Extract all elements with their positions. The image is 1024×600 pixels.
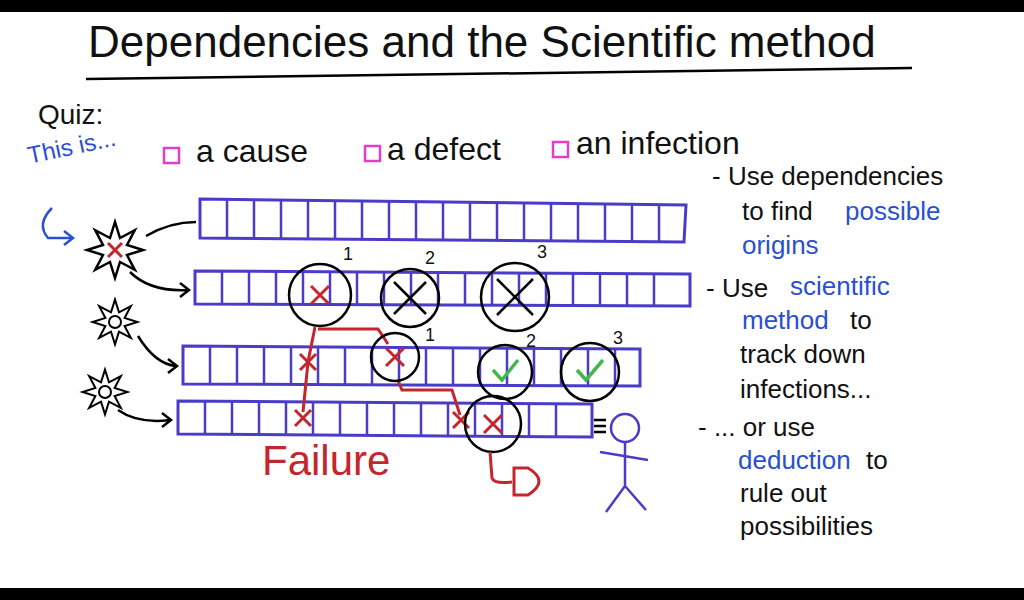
failure-arrowhead (514, 468, 539, 495)
failure-label: Failure (262, 438, 390, 484)
title: Dependencies and the Scientific method (88, 18, 876, 66)
program-icon (83, 370, 128, 415)
suspect-circle (371, 333, 419, 381)
callout-number: 3 (613, 329, 623, 349)
gear-hub (109, 316, 121, 328)
program-icon (93, 300, 138, 345)
bottom-bar (0, 588, 1024, 600)
red-cross (300, 354, 316, 370)
state-row (200, 199, 686, 242)
state-row (178, 401, 592, 437)
title-underline (86, 68, 912, 79)
cross-out (497, 279, 533, 315)
note-text: - Use (706, 274, 768, 303)
state-cells (205, 401, 556, 436)
stick-figure (600, 442, 648, 512)
note-text: - ... or use (698, 413, 815, 442)
state-arrow (146, 222, 196, 236)
note-text: - Use dependencies (712, 162, 943, 191)
quiz-option: a defect (387, 132, 501, 167)
suspect-circle (289, 264, 351, 326)
state-row (183, 346, 640, 386)
state-cells (227, 200, 659, 241)
red-cross (311, 286, 329, 304)
red-cross (484, 415, 502, 433)
program-icon (87, 222, 143, 278)
check-mark (577, 360, 603, 380)
state-arrow (138, 336, 177, 373)
top-bar (0, 0, 1024, 12)
note-highlight: origins (742, 231, 819, 260)
suspect-circle (465, 396, 521, 452)
suspect-circle (381, 269, 439, 327)
cross-out (394, 282, 426, 314)
observe-marks (594, 420, 606, 432)
note-highlight: deduction (738, 446, 851, 475)
stick-figure-head (611, 414, 639, 442)
suspect-circle (478, 345, 532, 399)
note-text: possibilities (740, 512, 873, 541)
note-text: to (866, 446, 888, 475)
failure-arrow (490, 452, 512, 483)
state-cells (210, 346, 615, 386)
arrowhead (64, 231, 73, 245)
red-cross (295, 410, 311, 426)
state-row (195, 271, 690, 306)
quiz-option: an infection (576, 126, 740, 161)
suspect-circle (481, 263, 549, 331)
checkbox (164, 148, 179, 163)
note-highlight: scientific (790, 272, 890, 301)
red-cross (108, 243, 122, 257)
infection-chain (303, 327, 460, 415)
note-text: to find (742, 197, 813, 226)
check-mark (493, 360, 518, 380)
state-arrow (118, 410, 171, 427)
quiz-prompt: This is... (25, 125, 118, 169)
quiz-label: Quiz: (38, 100, 103, 131)
callout-number: 3 (537, 243, 547, 263)
note-highlight: possible (845, 197, 940, 226)
callout-number: 2 (425, 249, 435, 269)
note-highlight: method (742, 306, 829, 335)
gear-hub (99, 386, 111, 398)
state-arrow (130, 272, 189, 297)
quiz-option: a cause (196, 134, 308, 169)
callout-number: 1 (343, 245, 353, 265)
callout-number: 2 (526, 332, 536, 352)
note-text: track down (740, 340, 866, 369)
checkbox (365, 146, 380, 161)
note-text: rule out (740, 479, 827, 508)
checkbox (553, 142, 568, 157)
callout-number: 1 (425, 326, 435, 346)
suspect-circle (561, 343, 619, 401)
red-cross (386, 348, 404, 366)
note-text: to (850, 306, 872, 335)
note-text: infections... (740, 375, 872, 404)
